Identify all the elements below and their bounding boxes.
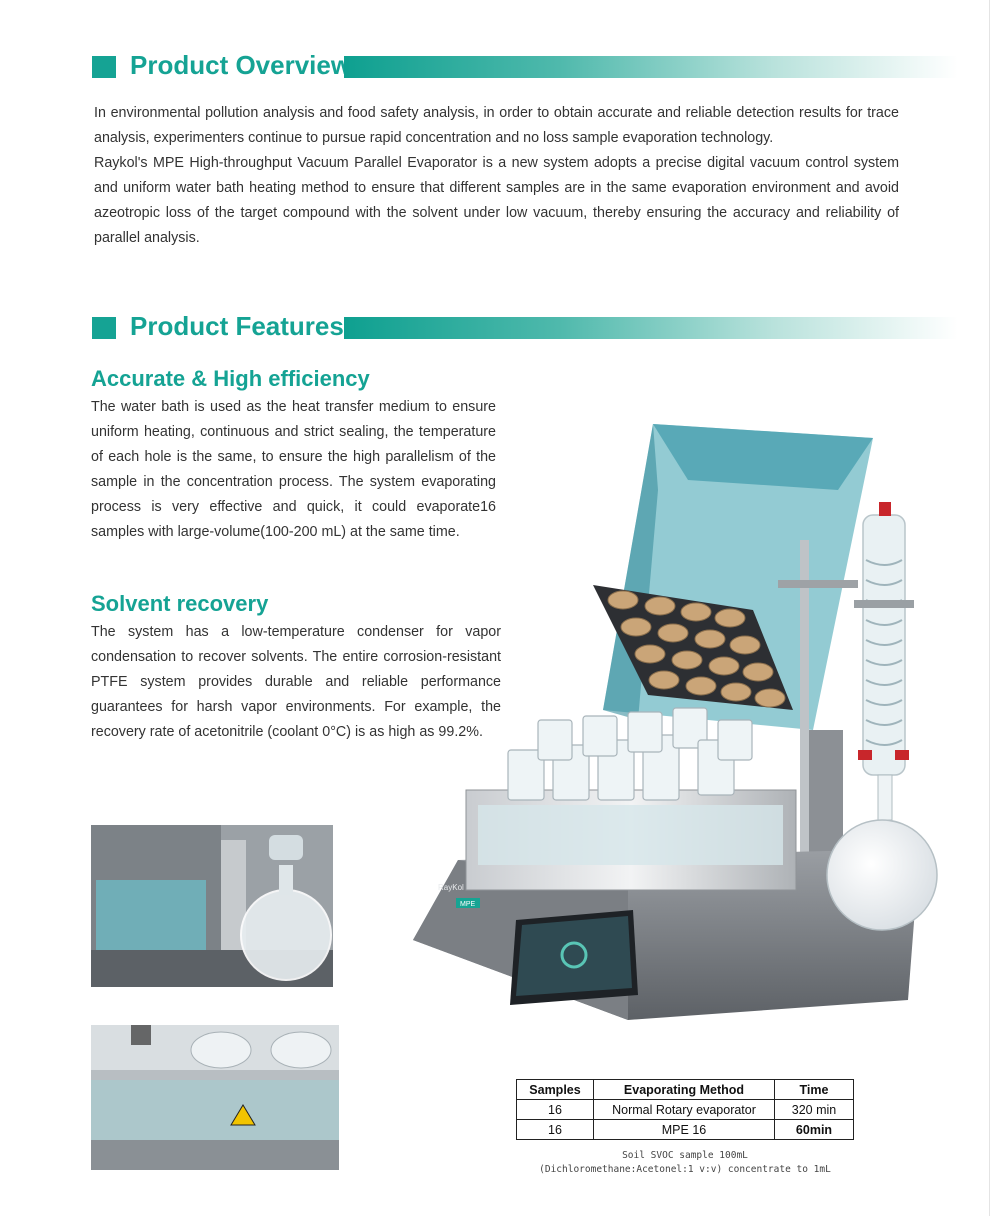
header-square-icon bbox=[92, 317, 116, 339]
table-header-row: Samples Evaporating Method Time bbox=[516, 1079, 854, 1100]
table-caption-line-2: (Dichloromethane:Acetonel:1 v:v) concent… bbox=[539, 1164, 831, 1175]
brand-label: RayKol bbox=[438, 883, 464, 892]
feature-heading-solvent: Solvent recovery bbox=[91, 591, 269, 616]
overview-title: Product Overview bbox=[130, 50, 352, 80]
table-cell: Normal Rotary evaporator bbox=[593, 1099, 775, 1120]
table-header-method: Evaporating Method bbox=[593, 1079, 775, 1100]
table-caption-line-1: Soil SVOC sample 100mL bbox=[622, 1150, 748, 1161]
table-row: 16 MPE 16 60min bbox=[516, 1119, 854, 1140]
table-cell: 320 min bbox=[774, 1099, 854, 1120]
feature-heading-accurate: Accurate & High efficiency bbox=[91, 366, 370, 391]
header-gradient-bar bbox=[344, 56, 958, 78]
features-header: Product Features bbox=[92, 311, 958, 341]
table-row: 16 Normal Rotary evaporator 320 min bbox=[516, 1099, 854, 1120]
detail-image-condenser bbox=[91, 825, 333, 987]
model-label: MPE bbox=[460, 901, 476, 908]
overview-text: In environmental pollution analysis and … bbox=[94, 101, 899, 251]
table-cell: 16 bbox=[516, 1119, 594, 1140]
table-cell: MPE 16 bbox=[593, 1119, 775, 1140]
header-gradient-bar bbox=[344, 317, 958, 339]
product-image-evaporator: RayKol MPE bbox=[413, 424, 938, 1020]
comparison-table: Samples Evaporating Method Time 16 Norma… bbox=[516, 1079, 854, 1140]
overview-paragraph-1: In environmental pollution analysis and … bbox=[94, 105, 899, 146]
model-badge bbox=[456, 898, 480, 908]
header-square-icon bbox=[92, 56, 116, 78]
overview-paragraph-2: Raykol's MPE High-throughput Vacuum Para… bbox=[94, 155, 899, 246]
table-cell: 60min bbox=[774, 1119, 854, 1140]
table-cell: 16 bbox=[516, 1099, 594, 1120]
detail-image-water-bath bbox=[91, 1025, 339, 1170]
table-header-samples: Samples bbox=[516, 1079, 594, 1100]
feature-text-accurate: The water bath is used as the heat trans… bbox=[91, 399, 496, 540]
feature-text-solvent: The system has a low-temperature condens… bbox=[91, 624, 501, 740]
features-title: Product Features bbox=[130, 311, 344, 341]
table-header-time: Time bbox=[774, 1079, 854, 1100]
overview-header: Product Overview bbox=[92, 50, 958, 80]
